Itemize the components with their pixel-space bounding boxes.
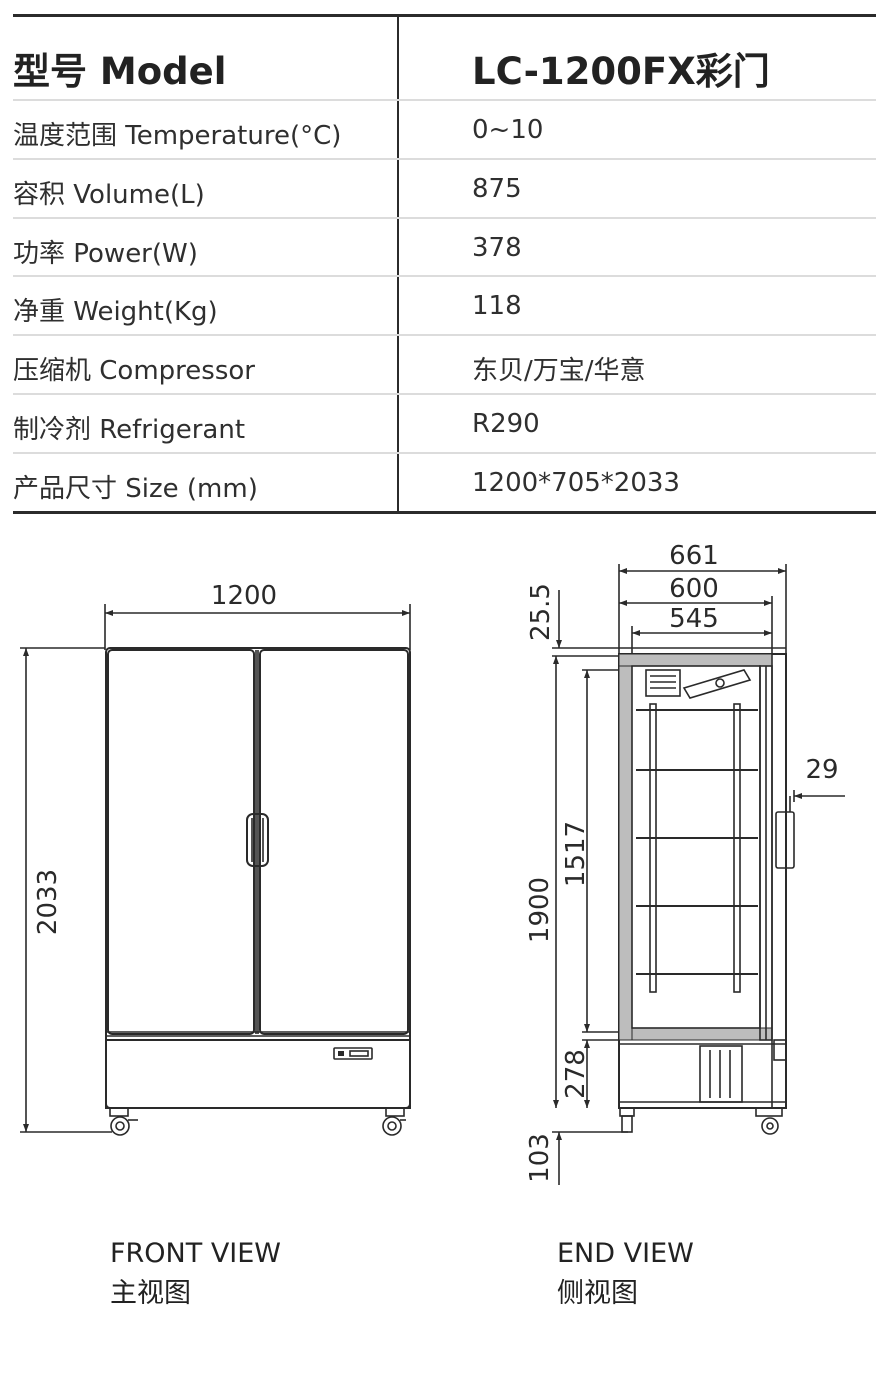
end-view-drawing: 661 600 545 25.5 1900 <box>525 541 845 1185</box>
end-shelf-zone-dim: 1517 <box>561 821 591 887</box>
front-view-caption-en: FRONT VIEW <box>110 1238 282 1269</box>
front-height-dim: 2033 <box>33 869 63 935</box>
table-row: 功率 Power(W) 378 <box>13 219 876 277</box>
end-caster-left <box>619 1107 635 1133</box>
row-label: 压缩机 Compressor <box>13 356 255 386</box>
end-height-dim-1900: 1900 <box>525 877 555 943</box>
front-view-drawing: 1200 2033 <box>20 581 411 1136</box>
header-value: LC-1200FX彩门 <box>472 50 770 93</box>
table-row: 压缩机 Compressor 东贝/万宝/华意 <box>13 336 876 395</box>
end-door-dim: 29 <box>805 755 838 785</box>
row-label: 制冷剂 Refrigerant <box>13 415 246 445</box>
end-view-caption-cn: 侧视图 <box>557 1278 638 1309</box>
end-base-dim: 278 <box>561 1049 591 1099</box>
end-caster-right <box>755 1107 783 1135</box>
front-view-caption-cn: 主视图 <box>110 1278 191 1309</box>
table-row: 产品尺寸 Size (mm) 1200*705*2033 <box>13 454 876 511</box>
row-value: 875 <box>472 174 522 204</box>
row-value: R290 <box>472 409 540 439</box>
drawing-svg: 1200 2033 <box>20 541 845 1185</box>
table-top-rule <box>13 14 876 17</box>
row-value: 东贝/万宝/华意 <box>472 356 646 386</box>
front-view-caption: FRONT VIEW 主视图 <box>110 1234 281 1314</box>
row-label: 功率 Power(W) <box>13 239 198 269</box>
row-label: 温度范围 Temperature(°C) <box>13 121 342 151</box>
front-caster-left <box>109 1107 138 1136</box>
header-label: 型号 Model <box>13 50 227 93</box>
end-view-caption: END VIEW 侧视图 <box>557 1234 694 1314</box>
table-column-divider <box>397 17 399 511</box>
end-view-caption-en: END VIEW <box>557 1238 694 1269</box>
front-width-dim: 1200 <box>211 581 277 611</box>
table-row: 净重 Weight(Kg) 118 <box>13 277 876 336</box>
end-depth-dim-545: 545 <box>669 604 719 634</box>
row-value: 1200*705*2033 <box>472 468 680 498</box>
row-label: 容积 Volume(L) <box>13 180 205 210</box>
row-value: 378 <box>472 233 522 263</box>
row-label: 净重 Weight(Kg) <box>13 297 218 327</box>
table-row: 容积 Volume(L) 875 <box>13 160 876 219</box>
row-label: 产品尺寸 Size (mm) <box>13 474 258 504</box>
row-value: 118 <box>472 291 522 321</box>
table-header-row: 型号 Model LC-1200FX彩门 <box>13 17 876 101</box>
end-depth-dim-600: 600 <box>669 574 719 604</box>
end-top-offset-dim: 25.5 <box>526 583 556 641</box>
end-feet-dim: 103 <box>525 1133 555 1183</box>
table-row: 温度范围 Temperature(°C) 0~10 <box>13 101 876 160</box>
table-bottom-rule <box>13 511 876 514</box>
technical-drawings: 1200 2033 <box>0 520 894 1309</box>
row-value: 0~10 <box>472 115 544 145</box>
front-caster-right <box>382 1107 406 1136</box>
end-depth-dim-661: 661 <box>669 541 719 571</box>
table-row: 制冷剂 Refrigerant R290 <box>13 395 876 454</box>
